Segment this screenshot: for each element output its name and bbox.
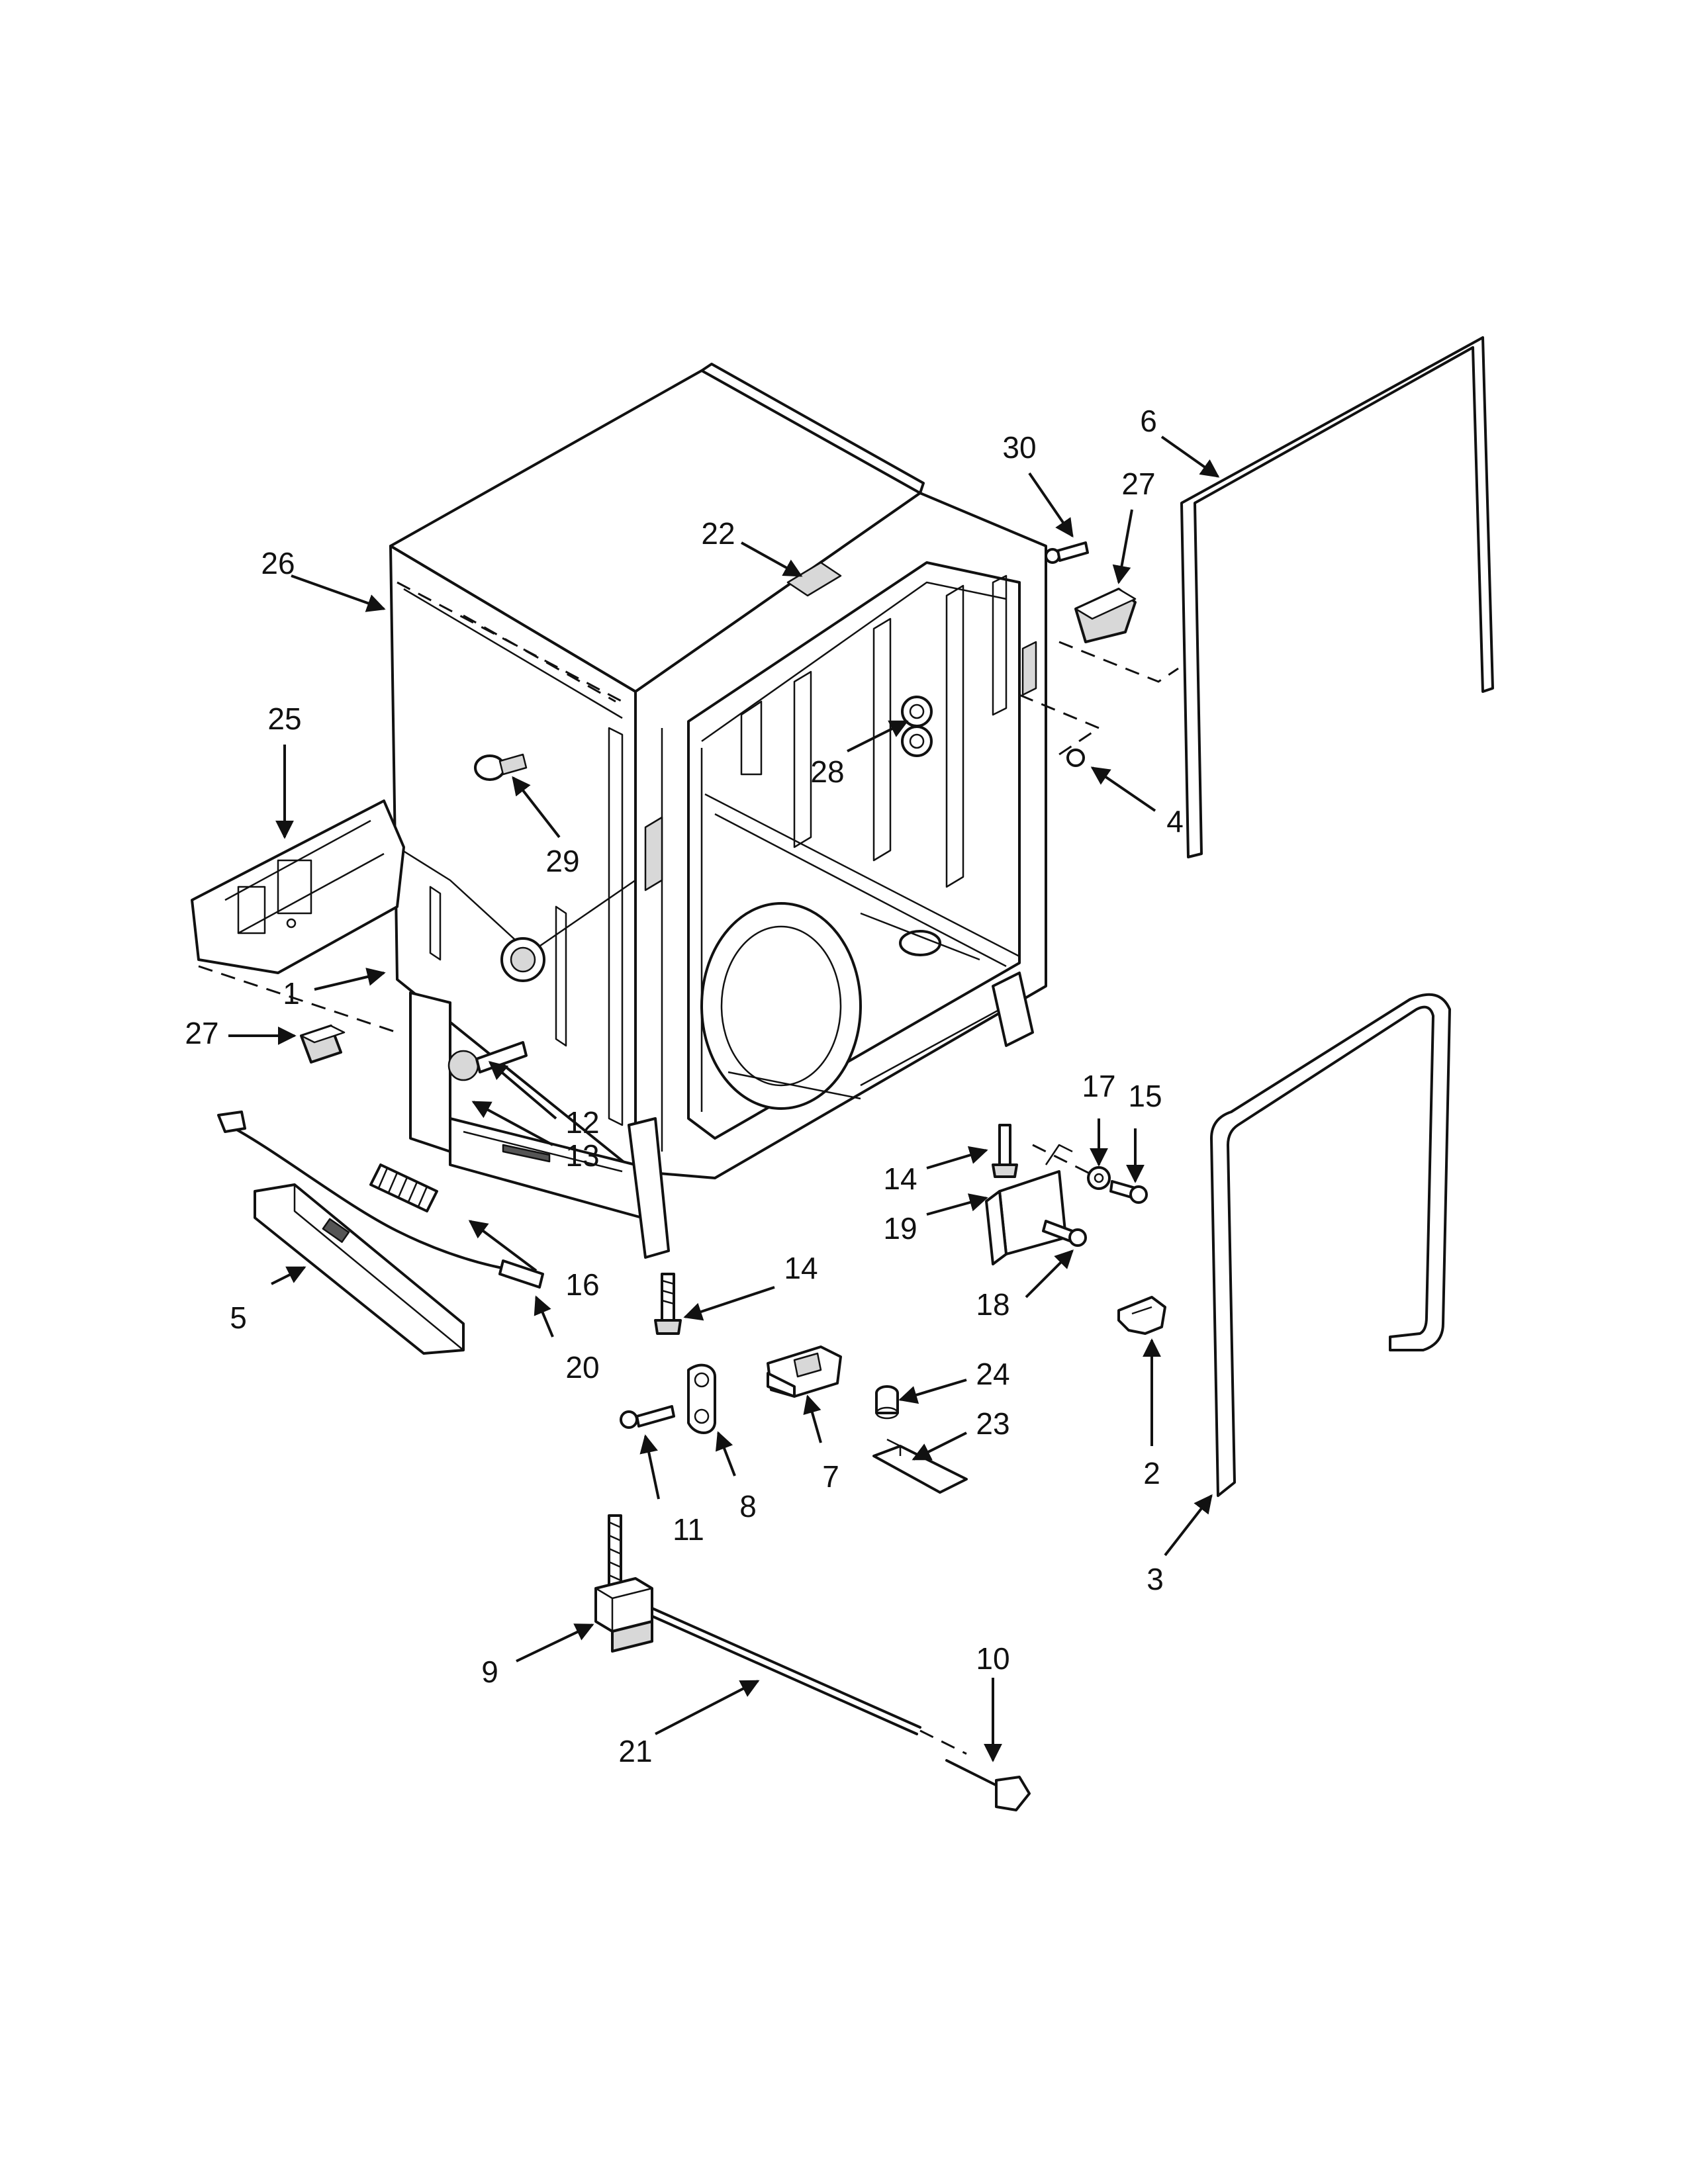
- callout-30: 30: [1002, 430, 1036, 465]
- callout-labels: 26 25 1 27 12 13 16 5 20 14 14 19 18 17 …: [185, 404, 1183, 1768]
- callout-27-right: 27: [1121, 467, 1155, 501]
- callout-1: 1: [283, 976, 300, 1011]
- callout-22: 22: [701, 516, 735, 551]
- clip-7: [767, 1345, 842, 1398]
- callout-20: 20: [565, 1350, 599, 1385]
- callout-19: 19: [883, 1211, 917, 1246]
- screw-11: [620, 1405, 675, 1429]
- bushing-24: [875, 1385, 899, 1420]
- door-seal-3: [1210, 993, 1451, 1497]
- callout-11: 11: [673, 1512, 704, 1547]
- callout-5: 5: [230, 1300, 247, 1335]
- callout-8: 8: [739, 1489, 757, 1524]
- rod-21: [651, 1607, 921, 1735]
- callout-15: 15: [1128, 1079, 1162, 1113]
- cable-20: [217, 1111, 544, 1289]
- knob-10: [945, 1759, 1031, 1811]
- adjuster-9: [594, 1514, 653, 1653]
- panel-5: [254, 1183, 465, 1355]
- callout-4: 4: [1166, 804, 1184, 839]
- callout-7: 7: [822, 1459, 839, 1494]
- plug-29: [474, 753, 528, 781]
- callout-28: 28: [810, 754, 844, 789]
- callout-17: 17: [1082, 1069, 1115, 1103]
- screw-30: [1045, 541, 1089, 564]
- cap-27-left: [300, 1024, 346, 1064]
- mounting-bracket-frame: [409, 972, 1034, 1259]
- callout-29: 29: [545, 844, 579, 878]
- screw-18: [1042, 1220, 1087, 1247]
- callout-9: 9: [481, 1655, 498, 1689]
- callout-26: 26: [261, 546, 295, 580]
- callout-23: 23: [976, 1406, 1009, 1441]
- spring-16: [369, 1163, 438, 1212]
- callout-25: 25: [267, 702, 301, 736]
- callout-14-rear: 14: [883, 1161, 917, 1196]
- callout-24: 24: [976, 1357, 1009, 1391]
- callout-3: 3: [1147, 1562, 1164, 1596]
- side-panel-25: [191, 799, 405, 974]
- clip-2: [1117, 1296, 1166, 1335]
- bracket-23: [872, 1438, 968, 1494]
- screw-15: [1109, 1180, 1148, 1204]
- callout-12: 12: [565, 1105, 599, 1140]
- washer-17: [1087, 1166, 1111, 1190]
- bracket-8: [687, 1363, 716, 1434]
- cap-27-right: [1074, 588, 1137, 643]
- dishwasher-tub: [389, 363, 1047, 1179]
- callout-14-front: 14: [784, 1251, 818, 1285]
- callout-18: 18: [976, 1287, 1009, 1322]
- side-seal-6: [1180, 336, 1494, 858]
- callout-21: 21: [618, 1734, 652, 1768]
- callout-2: 2: [1143, 1456, 1160, 1490]
- leader-lines: [228, 435, 1220, 1762]
- callout-6: 6: [1140, 404, 1157, 438]
- callout-27-left: 27: [185, 1016, 218, 1050]
- callout-10: 10: [976, 1641, 1009, 1676]
- plug-4: [1066, 749, 1085, 767]
- leveling-leg-14-rear: [992, 1124, 1018, 1178]
- callout-13: 13: [565, 1138, 599, 1173]
- leveling-leg-14-front: [654, 1273, 682, 1335]
- callout-16: 16: [565, 1267, 599, 1302]
